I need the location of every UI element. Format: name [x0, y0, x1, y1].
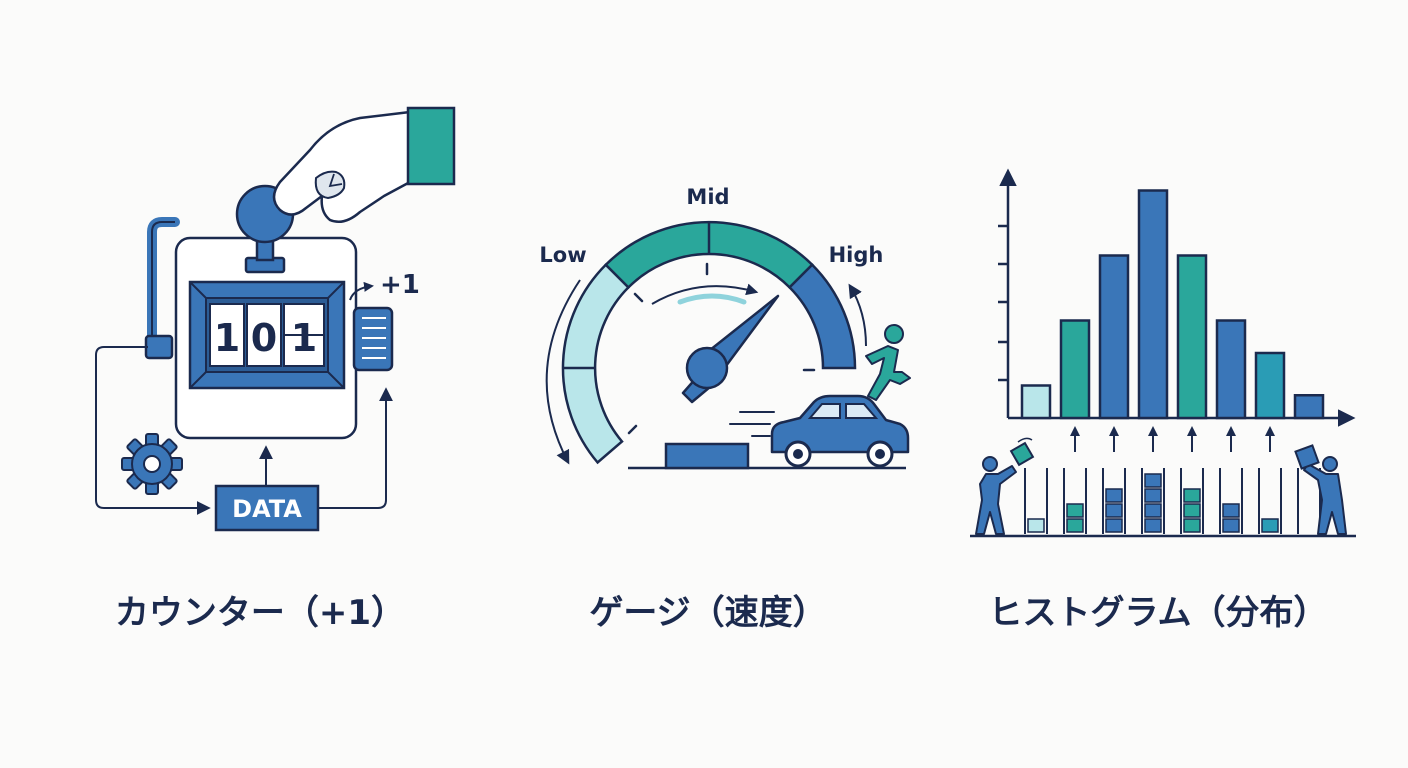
- gauge-ticks: [627, 262, 816, 435]
- digit-2: 0: [251, 316, 277, 360]
- histogram-bin: [1258, 468, 1282, 534]
- digit-3: 1: [291, 316, 317, 360]
- bin-block: [1261, 518, 1279, 533]
- histogram-bar: [1215, 319, 1247, 420]
- feedback-line: [95, 346, 211, 515]
- box-icon: [1294, 444, 1320, 470]
- bin-block: [1027, 518, 1045, 533]
- histogram-input-arrows: [1070, 426, 1275, 452]
- digit-wheel: [209, 303, 245, 367]
- bin-block: [1066, 518, 1084, 533]
- bin-block: [1105, 488, 1123, 503]
- histogram-bar: [1098, 254, 1130, 420]
- histogram-bar: [1059, 319, 1091, 420]
- bin-block: [1183, 518, 1201, 533]
- bin-block: [1222, 503, 1240, 518]
- sleeve-cuff: [406, 106, 456, 186]
- motion-lines: [729, 411, 775, 437]
- histogram-bar: [1293, 394, 1325, 420]
- runner-icon: [865, 324, 911, 401]
- histogram-bar: [1137, 189, 1169, 420]
- histogram-bins: [1024, 468, 1321, 534]
- histogram-bar: [1020, 384, 1052, 420]
- histogram-caption: ヒストグラム（分布）: [988, 593, 1328, 633]
- increment-arrow: [349, 281, 374, 301]
- gauge-label-low: Low: [539, 243, 586, 267]
- histogram-illustration: [970, 168, 1356, 538]
- bin-block: [1183, 488, 1201, 503]
- histogram-bin: [1180, 468, 1204, 534]
- gauge-high-segment: [787, 263, 857, 370]
- box-icon: [1009, 441, 1035, 467]
- bin-block: [1105, 518, 1123, 533]
- histogram-bars: [1020, 189, 1325, 420]
- data-box: [214, 484, 320, 532]
- bin-block: [1144, 488, 1162, 503]
- car-icon: [770, 394, 910, 468]
- needle-hub: [685, 346, 729, 390]
- pipe-connector: [144, 334, 174, 360]
- histogram-bin: [1102, 468, 1126, 534]
- speed-arrow-light: [677, 293, 747, 305]
- gauge-illustration: Low Mid High: [539, 185, 911, 470]
- digit-wheel: [246, 303, 282, 367]
- y-axis-ticks: [998, 224, 1008, 382]
- gauge-caption: ゲージ（速度）: [589, 593, 827, 633]
- counter-caption: カウンター（+1）: [114, 593, 406, 633]
- gear-icon: [121, 433, 183, 495]
- gauge-label-high: High: [829, 243, 884, 267]
- speed-arrow: [651, 283, 759, 305]
- output-line: [318, 387, 393, 509]
- histogram-bar: [1176, 254, 1208, 420]
- person-icon: [1303, 456, 1347, 535]
- gauge-low-segment: [561, 263, 631, 465]
- bin-block: [1183, 503, 1201, 518]
- counter-pipe: [147, 217, 180, 345]
- counter-illustration: 1 0 1 +1: [95, 106, 456, 532]
- decrease-arrow: [545, 279, 581, 465]
- histogram-bar: [1254, 351, 1286, 420]
- bin-block: [1144, 503, 1162, 518]
- hand-icon: [272, 106, 456, 223]
- data-label: DATA: [232, 495, 302, 523]
- increment-label: +1: [380, 270, 420, 300]
- digit-1: 1: [214, 316, 240, 360]
- histogram-bin: [1219, 468, 1243, 534]
- bin-block: [1144, 473, 1162, 488]
- histogram-bin: [1024, 468, 1048, 534]
- histogram-bin: [1141, 468, 1165, 534]
- gauge-label-mid: Mid: [686, 185, 729, 209]
- bin-block: [1105, 503, 1123, 518]
- bin-block: [1222, 518, 1240, 533]
- bin-block: [1066, 503, 1084, 518]
- histogram-bin: [1063, 468, 1087, 534]
- bin-block: [1144, 518, 1162, 533]
- road-block: [664, 442, 750, 470]
- person-icon: [975, 456, 1017, 535]
- increase-arrow: [848, 283, 867, 347]
